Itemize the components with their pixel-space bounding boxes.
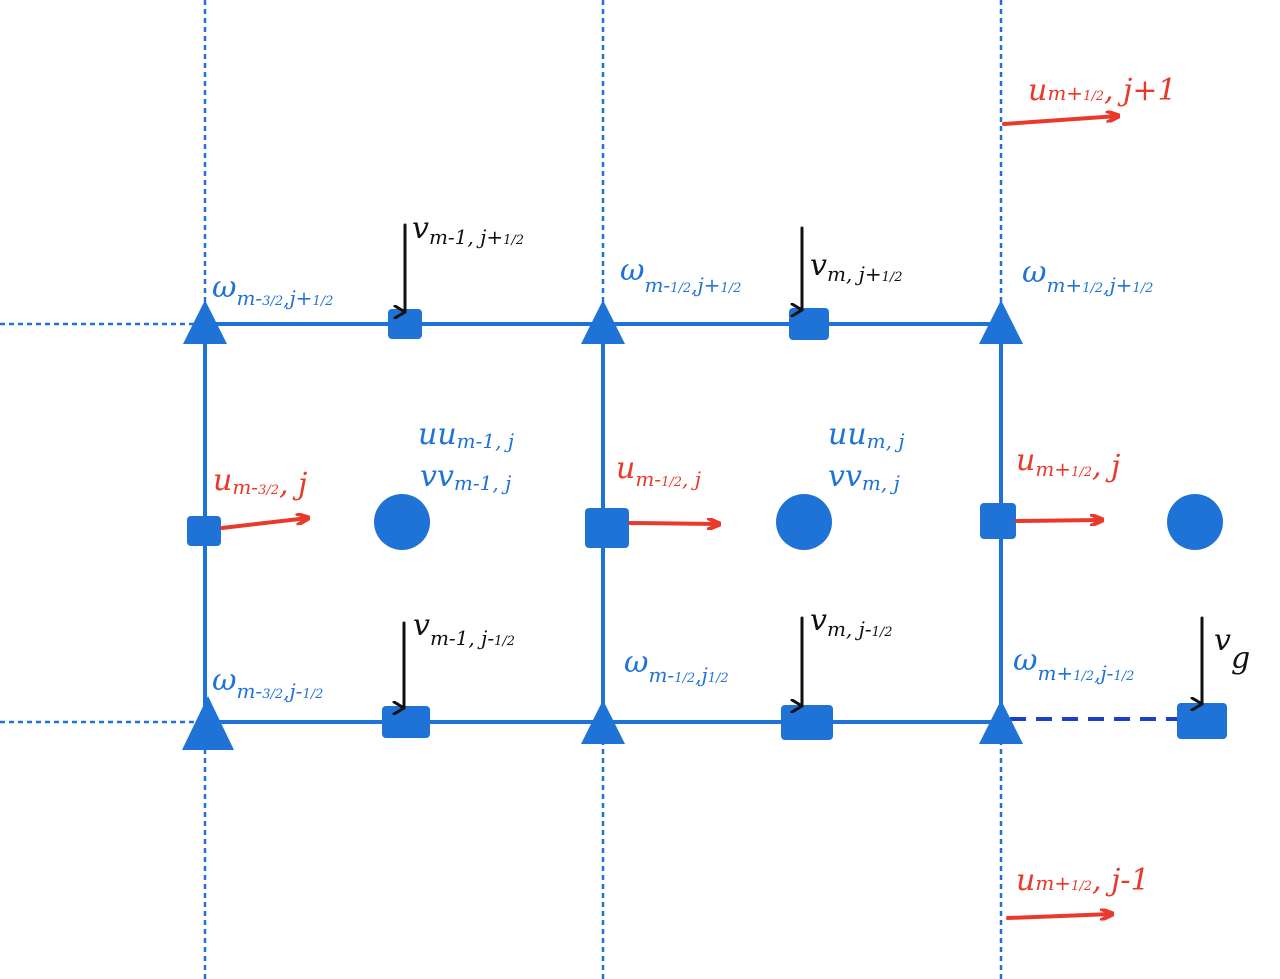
v-velocity-arrows	[404, 223, 1204, 708]
label-uu-mid: uum, j	[828, 417, 905, 453]
label-v-bottom-left: vm-1, j-1/2	[413, 608, 515, 650]
label-u-top-right: um+1/2, j+1	[1028, 73, 1177, 108]
u-arrow-bottom-right	[1006, 914, 1112, 918]
velocity-nodes	[187, 308, 1227, 740]
label-w-top-mid: ωm-1/2,j+1/2	[620, 253, 741, 297]
vorticity-nodes	[182, 300, 1023, 750]
square-node-right-mid	[980, 503, 1016, 539]
u-arrow-mid	[628, 523, 719, 524]
label-u-mid: um-1/2, j	[616, 451, 701, 491]
square-node-left-mid	[187, 516, 221, 546]
square-node-bottom-mid	[781, 705, 833, 740]
square-node-ghost	[1177, 703, 1227, 739]
label-vv-mid: vvm, j	[828, 459, 900, 495]
triangle-node-bottom-mid	[581, 700, 625, 744]
label-w-bottom-right: ωm+1/2,j-1/2	[1013, 643, 1134, 685]
circle-node-mid	[776, 494, 832, 550]
label-v-bottom-mid: vm, j-1/2	[810, 603, 893, 641]
triangle-node-top-right	[979, 300, 1023, 344]
square-node-bottom-left	[382, 706, 430, 738]
label-u-left: um-3/2, j	[213, 463, 307, 502]
label-v-ghost: vg	[1214, 623, 1250, 676]
circle-node-right	[1167, 494, 1223, 550]
u-arrow-right	[1015, 520, 1102, 521]
circle-node-left	[374, 494, 430, 550]
label-uu-left: uum-1, j	[418, 417, 514, 453]
label-w-top-right: ωm+1/2,j+1/2	[1022, 255, 1153, 297]
u-velocity-arrows	[220, 116, 1118, 918]
triangle-node-bottom-right	[979, 700, 1023, 744]
label-w-bottom-mid: ωm-1/2,j1/2	[624, 645, 729, 687]
label-w-bottom-left: ωm-3/2,j-1/2	[212, 663, 323, 703]
u-arrow-top-right	[1002, 116, 1118, 126]
square-node-center-mid	[585, 508, 629, 548]
square-node-top-mid	[789, 308, 829, 340]
triangle-node-top-left	[183, 300, 227, 344]
label-v-top-mid: vm, j+1/2	[810, 248, 903, 286]
u-arrow-left	[220, 518, 308, 530]
label-vv-left: vvm-1, j	[420, 459, 511, 495]
triangle-node-bottom-left	[182, 696, 234, 750]
dotted-extension-lines	[0, 0, 1003, 979]
label-v-top-left: vm-1, j+1/2	[412, 211, 524, 249]
label-w-top-left: ωm-3/2,j+1/2	[212, 270, 333, 310]
label-u-right: um+1/2, j	[1016, 443, 1120, 484]
label-u-bottom-right: um+1/2, j-1	[1016, 863, 1150, 898]
triangle-node-top-mid	[581, 300, 625, 344]
cell-center-nodes	[374, 494, 1223, 550]
